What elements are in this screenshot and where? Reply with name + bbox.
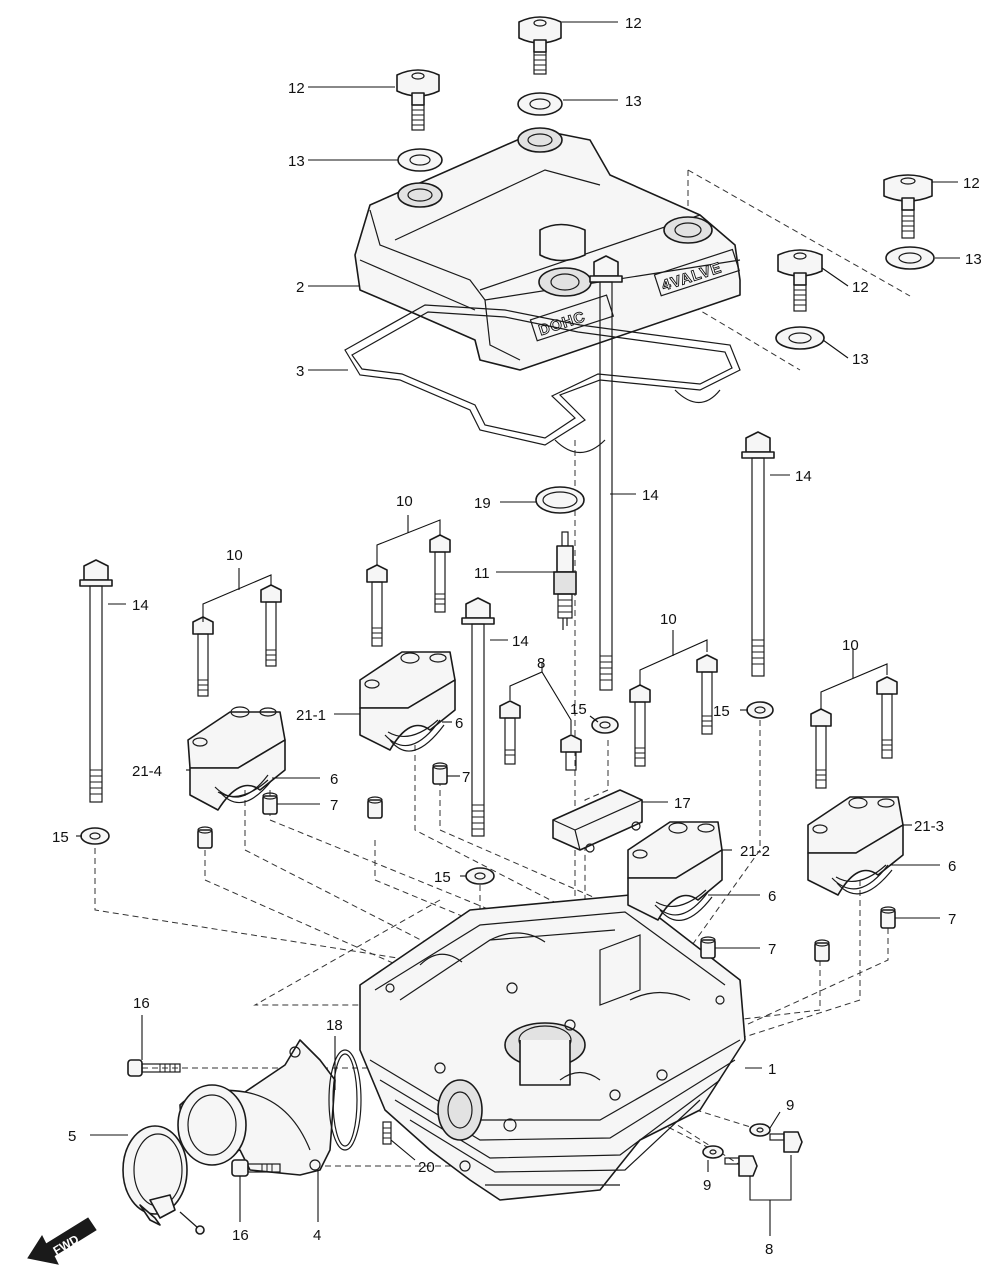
leader-lines <box>76 21 960 1236</box>
callout-7: 7 <box>948 911 956 928</box>
bolt-16a <box>127 1059 181 1077</box>
callout-10: 10 <box>660 611 677 628</box>
callout-4: 4 <box>313 1227 321 1244</box>
camshaft-holder-21-2 <box>627 821 723 921</box>
callout-12: 12 <box>288 80 305 97</box>
callout-7: 7 <box>330 797 338 814</box>
long-bolt-14c <box>461 597 495 837</box>
cover-bolt-12b <box>396 69 440 131</box>
callout-7: 7 <box>768 941 776 958</box>
camshaft-holder-21-1 <box>359 651 456 751</box>
callout-10: 10 <box>226 547 243 564</box>
callout-11: 11 <box>474 565 490 582</box>
sealing-washer-13d <box>775 326 825 350</box>
callout-8: 8 <box>537 655 545 672</box>
callout-5: 5 <box>68 1128 76 1145</box>
callout-21-4: 21-4 <box>132 763 162 780</box>
washer-15b <box>591 716 619 734</box>
sealing-washer-13a <box>517 92 563 116</box>
callout-9: 9 <box>703 1177 711 1194</box>
bearing-halves-6 <box>214 719 893 921</box>
callout-8: 8 <box>765 1241 773 1258</box>
cover-bolt-12a <box>518 16 562 75</box>
cylinder-head <box>359 894 746 1201</box>
cover-bolt-12d <box>777 249 823 312</box>
clamp-screw <box>179 1211 205 1235</box>
long-bolt-14d <box>741 431 775 677</box>
spark-plug-11 <box>553 531 577 630</box>
callout-6: 6 <box>768 888 776 905</box>
callout-13: 13 <box>852 351 869 368</box>
chain-guide-17 <box>552 789 643 853</box>
dowel-pins-7 <box>197 762 896 962</box>
callout-12: 12 <box>963 175 980 192</box>
callout-18: 18 <box>326 1017 343 1034</box>
callout-15: 15 <box>570 701 587 718</box>
long-bolt-14b <box>589 255 623 691</box>
bolts-8-washers-9 <box>702 1123 803 1177</box>
callout-13: 13 <box>288 153 305 170</box>
callout-2: 2 <box>296 279 304 296</box>
callout-15: 15 <box>434 869 451 886</box>
callout-10: 10 <box>842 637 859 654</box>
sealing-washer-13b <box>397 148 443 172</box>
callout-1: 1 <box>768 1061 776 1078</box>
valve-cover-gasket <box>344 304 741 454</box>
long-bolt-14a <box>79 559 113 803</box>
camshaft-holder-21-3 <box>807 796 904 896</box>
callout-21-2: 21-2 <box>740 843 770 860</box>
callout-13: 13 <box>625 93 642 110</box>
washer-15a <box>80 827 110 845</box>
callout-12: 12 <box>625 15 642 32</box>
callout-19: 19 <box>474 495 491 512</box>
callout-16: 16 <box>232 1227 249 1244</box>
washer-15c <box>746 701 774 719</box>
hose-clamp-5 <box>122 1125 188 1226</box>
callout-10: 10 <box>396 493 413 510</box>
callout-6: 6 <box>948 858 956 875</box>
o-ring-18 <box>328 1049 362 1151</box>
bolt-16b <box>231 1159 281 1177</box>
cover-bolt-12c <box>883 174 933 239</box>
washer-15d <box>465 867 495 885</box>
callout-21-1: 21-1 <box>296 707 326 724</box>
callout-20: 20 <box>418 1159 435 1176</box>
callout-9: 9 <box>786 1097 794 1114</box>
callout-16: 16 <box>133 995 150 1012</box>
o-ring-19 <box>535 486 585 514</box>
sealing-washer-13c <box>885 246 935 270</box>
stud-20 <box>382 1121 392 1145</box>
callout-15: 15 <box>52 829 69 846</box>
callout-14: 14 <box>642 487 659 504</box>
callout-14: 14 <box>512 633 529 650</box>
callout-6: 6 <box>455 715 463 732</box>
callout-7: 7 <box>462 769 470 786</box>
callout-21-3: 21-3 <box>914 818 944 835</box>
fwd-direction-badge: FWD <box>27 1217 97 1265</box>
callout-17: 17 <box>674 795 691 812</box>
callout-14: 14 <box>132 597 149 614</box>
callout-6: 6 <box>330 771 338 788</box>
callout-13: 13 <box>965 251 982 268</box>
short-bolts-10-8 <box>192 534 898 789</box>
valve-cover: DOHC 4VALVE <box>354 127 741 371</box>
callout-3: 3 <box>296 363 304 380</box>
callout-12: 12 <box>852 279 869 296</box>
callout-labels: 12 12 12 12 13 13 13 13 2 3 19 14 14 14 … <box>52 15 982 1258</box>
callout-14: 14 <box>795 468 812 485</box>
intake-manifold-4 <box>177 1039 336 1176</box>
callout-15: 15 <box>713 703 730 720</box>
